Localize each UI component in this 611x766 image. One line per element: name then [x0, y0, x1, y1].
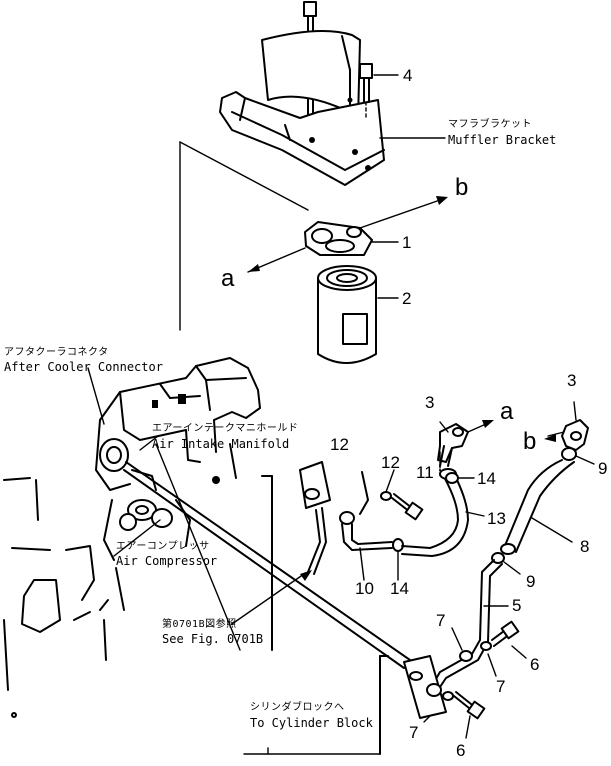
muffler-bracket-label-en: Muffler Bracket — [448, 133, 557, 147]
callout-14-right: 14 — [477, 469, 496, 488]
callout-1: 1 — [402, 233, 412, 252]
callout-9-bottom: 9 — [526, 572, 536, 591]
bolt-6-upper — [480, 620, 527, 677]
callout-11: 11 — [416, 463, 434, 482]
callout-2: 2 — [402, 289, 412, 308]
arrow-b-top — [359, 196, 448, 229]
intake-label-jp: エアーインテークマニホールド — [152, 423, 299, 434]
ref-b-right: b — [523, 428, 537, 455]
engine-block — [3, 357, 261, 718]
filter-element — [317, 265, 399, 364]
callout-3-right: 3 — [567, 371, 577, 390]
callout-4: 4 — [403, 66, 413, 85]
callout-14-bottom: 14 — [390, 579, 409, 598]
callout-7-top: 7 — [436, 611, 446, 630]
callout-10: 10 — [355, 579, 374, 598]
filter-head — [304, 221, 399, 256]
intake-label-en: Air Intake Manifold — [152, 437, 290, 451]
compressor-label-jp: エアーコンプレッサ — [116, 541, 210, 552]
callout-9-top: 9 — [598, 459, 608, 478]
tube-10 — [339, 511, 404, 581]
bolt-4 — [359, 63, 399, 119]
callout-7-right: 7 — [496, 677, 506, 696]
fig-ref-label-en: See Fig. 0701B — [162, 632, 264, 646]
ref-b-top: b — [455, 174, 469, 201]
callout-6-upper: 6 — [530, 655, 540, 674]
callout-3-center: 3 — [425, 393, 435, 412]
hose-8 — [491, 447, 595, 575]
aftercooler-label-en: After Cooler Connector — [4, 360, 163, 374]
callout-12-middle: 12 — [381, 453, 400, 472]
callout-6-lower: 6 — [456, 741, 466, 760]
elbow-fitting-3-center — [437, 420, 494, 484]
callout-12-left: 12 — [330, 435, 349, 454]
bracket-12-left — [231, 461, 331, 651]
muffler-bracket-label-jp: マフラブラケット — [448, 119, 532, 130]
callout-13: 13 — [487, 509, 506, 528]
ref-a-left: a — [221, 265, 235, 292]
aftercooler-label-jp: アフタクーラコネクタ — [4, 347, 109, 358]
ref-a-right: a — [500, 398, 514, 425]
bottom-bracket — [243, 655, 486, 755]
cylinder-block-label-jp: シリンダブロックへ — [250, 702, 345, 713]
tube-5 — [431, 559, 509, 691]
callout-5: 5 — [512, 596, 522, 615]
fig-ref-label-jp: 第0701B図参照 — [162, 619, 237, 630]
compressor-label-en: Air Compressor — [116, 554, 218, 568]
bolt-12-middle — [359, 469, 424, 521]
callout-8: 8 — [580, 537, 590, 556]
elbow-fitting-3-right — [544, 401, 589, 451]
cylinder-block-label-en: To Cylinder Block — [250, 716, 373, 730]
muffler-bracket — [219, 30, 385, 186]
callout-7-bottom: 7 — [409, 723, 419, 742]
arrow-a-left — [247, 247, 306, 273]
